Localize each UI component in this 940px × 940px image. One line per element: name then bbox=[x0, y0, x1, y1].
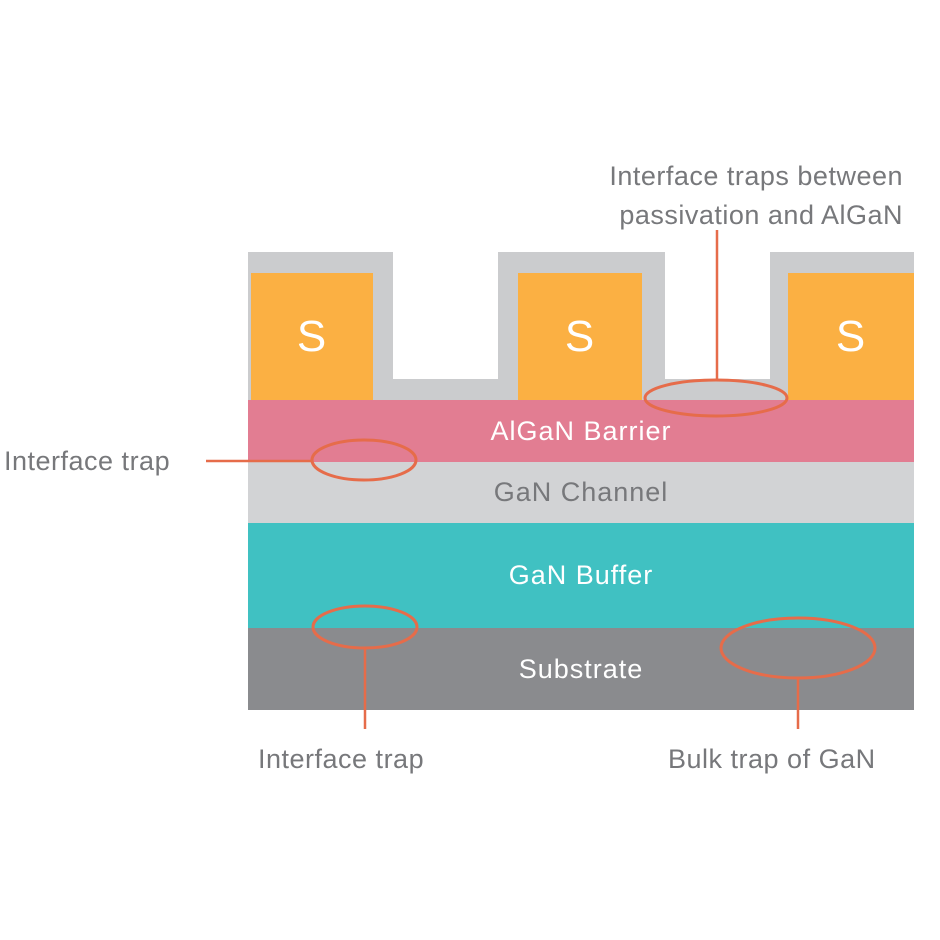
layer-label: GaN Buffer bbox=[508, 560, 654, 590]
source-contact-1: S bbox=[251, 273, 373, 400]
annotation-top-right-label: Interface traps between passivation and … bbox=[609, 157, 903, 235]
layer-gan-channel: GaN Channel bbox=[248, 462, 914, 523]
annotation-bottom-right-label: Bulk trap of GaN bbox=[668, 744, 876, 774]
source-contact-label: S bbox=[835, 311, 867, 361]
passivation-layer-gap-1 bbox=[393, 379, 498, 400]
annotation-bottom-left-label: Interface trap bbox=[258, 744, 425, 774]
source-contact-2: S bbox=[518, 273, 642, 400]
source-contact-label: S bbox=[296, 311, 328, 361]
layer-label: GaN Channel bbox=[493, 477, 669, 507]
layer-label: AlGaN Barrier bbox=[490, 415, 672, 446]
layer-label: Substrate bbox=[518, 653, 644, 684]
source-contact-3: S bbox=[788, 273, 914, 400]
layer-substrate: Substrate bbox=[248, 628, 914, 710]
layer-algan-barrier: AlGaN Barrier bbox=[248, 400, 914, 462]
annotation-line-1: Interface traps between bbox=[609, 161, 903, 191]
annotation-left-label: Interface trap bbox=[4, 446, 171, 476]
source-contact-label: S bbox=[564, 311, 596, 361]
layer-gan-buffer: GaN Buffer bbox=[248, 523, 914, 628]
passivation-layer-gap-2 bbox=[665, 379, 770, 400]
annotation-line-2: passivation and AlGaN bbox=[619, 200, 903, 230]
